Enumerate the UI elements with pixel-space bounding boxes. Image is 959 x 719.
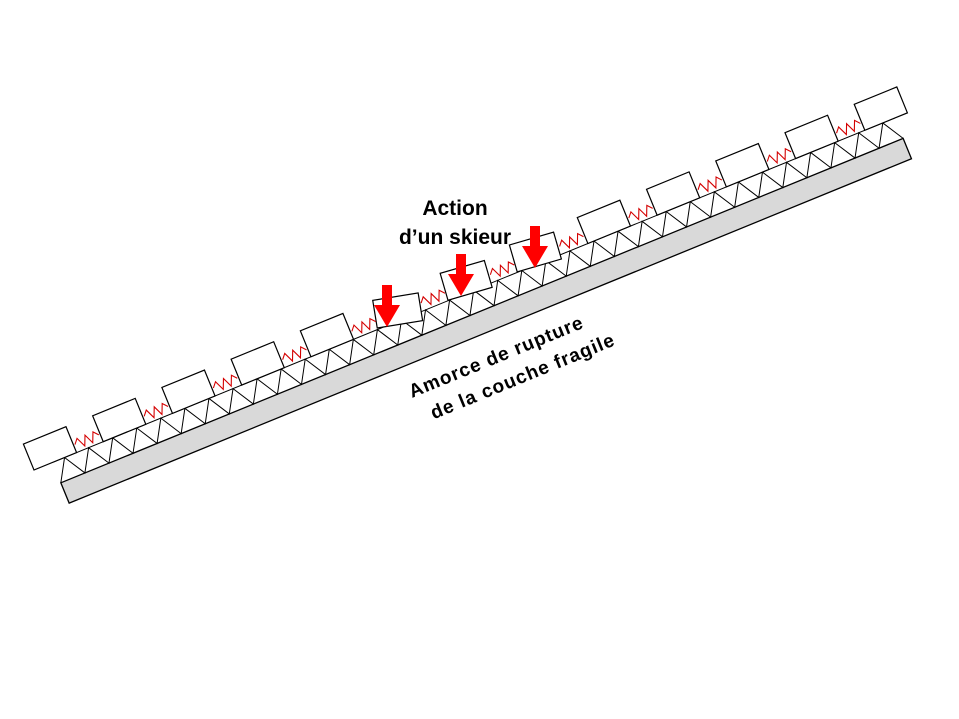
snow-block-body <box>22 425 78 471</box>
spring-icon <box>420 289 446 306</box>
spring-icon <box>766 147 792 165</box>
spring-icon <box>836 119 861 136</box>
skier-arrows <box>374 226 548 327</box>
spring-icon <box>282 346 307 363</box>
snow-block <box>645 171 701 216</box>
snow-block <box>91 397 147 443</box>
spring-icon <box>351 317 377 335</box>
snow-block-body <box>645 171 701 216</box>
spring-icon <box>74 430 100 448</box>
spring-icon <box>697 176 723 193</box>
spring-icon <box>143 402 169 419</box>
spring-icon <box>628 204 653 221</box>
snow-block <box>22 425 78 471</box>
snow-block <box>299 312 355 358</box>
slope-group <box>22 86 913 505</box>
snow-block-body <box>784 114 839 160</box>
snow-block <box>230 340 286 386</box>
springs <box>74 119 861 448</box>
snow-block-body <box>714 142 770 188</box>
spring-icon <box>489 261 515 278</box>
snow-block <box>853 86 909 132</box>
down-arrow-icon <box>374 285 400 327</box>
action-label-line1: Action <box>422 197 487 220</box>
snow-block-body <box>91 397 147 443</box>
snow-block <box>714 142 770 188</box>
spring-icon <box>212 374 238 391</box>
action-label-line2: d’un skieur <box>399 226 511 249</box>
snow-block <box>784 114 839 160</box>
snow-block-body <box>299 312 355 358</box>
weak-layer-trusses <box>60 122 904 483</box>
slope-ground <box>59 137 913 505</box>
down-arrow-icon <box>448 254 474 296</box>
snow-block <box>576 199 632 245</box>
spring-icon <box>559 232 584 250</box>
snow-block-body <box>230 340 286 386</box>
down-arrow-icon <box>522 226 548 268</box>
snow-block <box>161 369 216 415</box>
snow-block-body <box>161 369 216 415</box>
snow-block-body <box>853 86 909 132</box>
snow-block-body <box>576 199 632 245</box>
